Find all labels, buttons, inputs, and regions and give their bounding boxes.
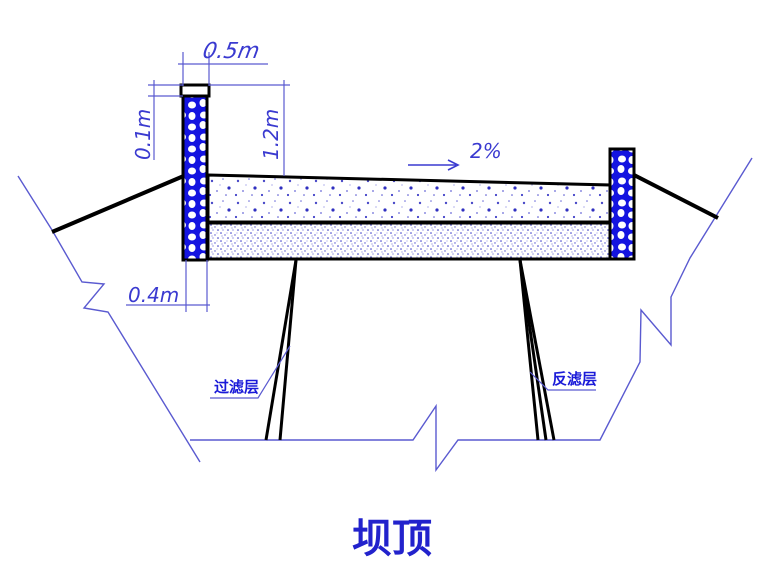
right-stone-wall — [608, 147, 636, 261]
left-wall-cap — [179, 83, 211, 98]
right-slope-line — [633, 173, 719, 220]
wall-height-label: 1.2m — [259, 109, 283, 160]
base-layer — [206, 221, 612, 261]
right-filter-layer-label: 反滤层 — [552, 370, 597, 388]
dimension-lines — [126, 52, 596, 399]
slope-label: 2% — [470, 139, 502, 163]
base-width-label: 0.4m — [128, 283, 179, 307]
wall-width-label: 0.5m — [201, 38, 262, 64]
right-filter-lines — [518, 259, 556, 441]
left-filter-lines — [264, 259, 298, 441]
left-stone-wall — [181, 94, 209, 262]
left-filter-layer-label: 过滤层 — [214, 378, 259, 396]
surface-layer — [206, 173, 612, 224]
right-arrow-icon — [408, 159, 460, 171]
left-slope-line — [51, 173, 187, 234]
cap-height-label: 0.1m — [131, 109, 155, 160]
diagram-title: 坝顶 — [352, 515, 432, 562]
